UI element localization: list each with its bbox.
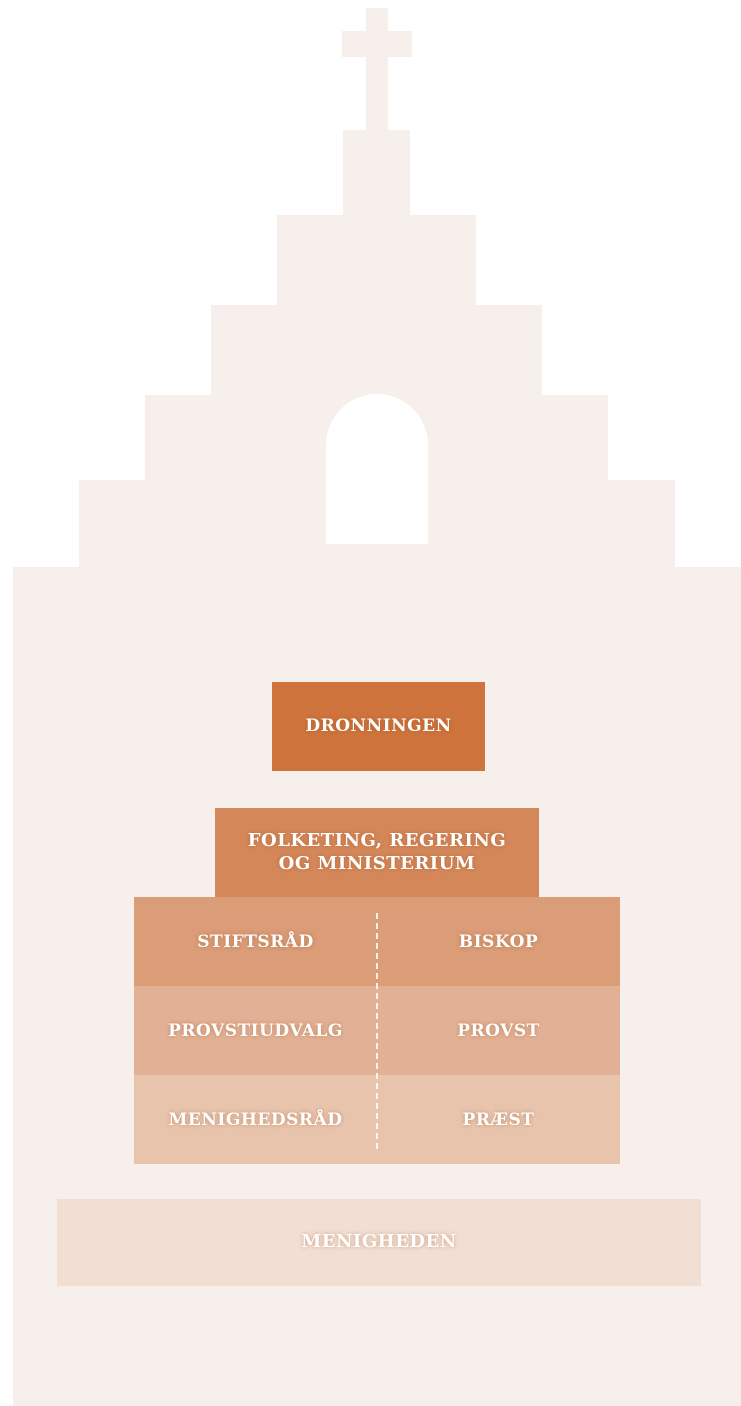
- bishop-label: BISKOP: [458, 931, 539, 952]
- parish-council-label: MENIGHEDSRÅD: [168, 1109, 343, 1130]
- priest-cell: PRÆST: [377, 1075, 620, 1164]
- column-divider: [376, 913, 378, 1149]
- church-window: [326, 394, 428, 544]
- bishop-cell: BISKOP: [377, 897, 620, 986]
- congregation-box: MENIGHEDEN: [57, 1199, 701, 1286]
- deanery-committee-cell: PROVSTIUDVALG: [134, 986, 377, 1075]
- diocese-council-cell: STIFTSRÅD: [134, 897, 377, 986]
- parish-council-cell: MENIGHEDSRÅD: [134, 1075, 377, 1164]
- congregation-label: MENIGHEDEN: [301, 1231, 457, 1253]
- priest-label: PRÆST: [462, 1109, 535, 1130]
- deanery-committee-label: PROVSTIUDVALG: [168, 1020, 343, 1041]
- diocese-council-label: STIFTSRÅD: [197, 931, 314, 952]
- parliament-government-ministry-box: FOLKETING, REGERING OG MINISTERIUM: [215, 808, 539, 897]
- queen-label: DRONNINGEN: [305, 715, 452, 736]
- queen-box: DRONNINGEN: [272, 682, 485, 771]
- dean-label: PROVST: [457, 1020, 540, 1041]
- dean-cell: PROVST: [377, 986, 620, 1075]
- parliament-label: FOLKETING, REGERING OG MINISTERIUM: [247, 830, 507, 874]
